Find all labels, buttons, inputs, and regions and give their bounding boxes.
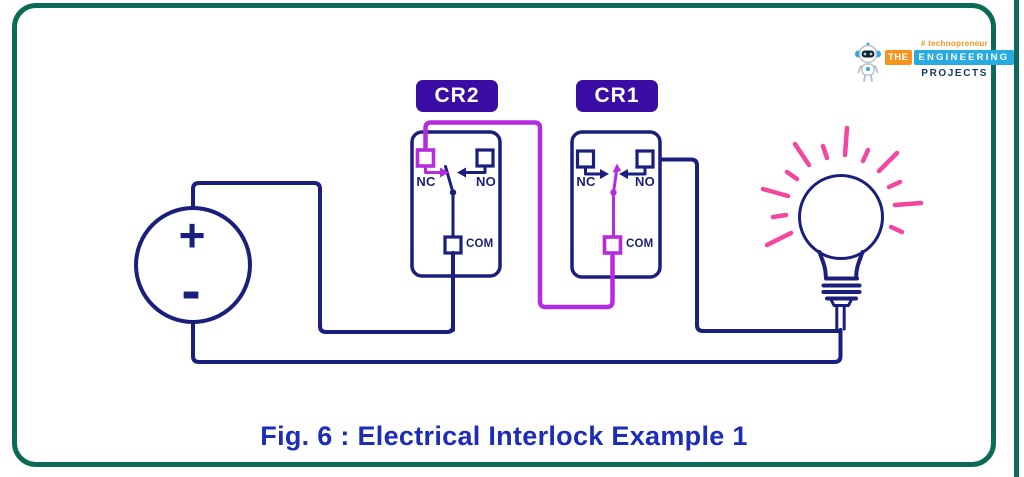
relay-cr2-label: CR2	[416, 80, 498, 112]
relay-cr2	[410, 130, 502, 332]
cr1-no-label: NO	[635, 174, 655, 189]
cr1-com-label: COM	[626, 238, 654, 250]
source-positive-sign: +	[178, 209, 206, 261]
wire-positive-to-cr2-com	[191, 181, 455, 334]
relay-cr1	[570, 130, 662, 279]
wire-cr1-no-to-bulb	[651, 157, 841, 333]
light-bulb-icon	[798, 174, 884, 331]
wire-energized-cr2nc-to-cr1com	[415, 120, 623, 310]
logo-word-engineering: ENGINEERING	[913, 50, 1015, 65]
logo-tagline: # technopreneur	[920, 39, 988, 48]
figure-caption: Fig. 6 : Electrical Interlock Example 1	[260, 421, 748, 451]
cr1-nc-label: NC	[576, 174, 596, 189]
cr2-no-label: NO	[476, 174, 496, 189]
wire-negative-bottom-rail	[191, 320, 843, 364]
source-negative-sign: -	[181, 258, 201, 323]
robot-icon	[855, 42, 881, 82]
bulb-glow-rays	[760, 125, 924, 248]
brand-logo: # technopreneur THE ENGINEERING PROJECTS	[852, 39, 1015, 85]
cr2-com-label: COM	[466, 238, 494, 250]
relay-cr1-label: CR1	[576, 80, 658, 112]
cr2-nc-label: NC	[416, 174, 436, 189]
adjacent-frame-edge	[1014, 0, 1019, 477]
logo-word-the: THE	[885, 50, 912, 65]
logo-word-projects: PROJECTS	[921, 68, 988, 79]
